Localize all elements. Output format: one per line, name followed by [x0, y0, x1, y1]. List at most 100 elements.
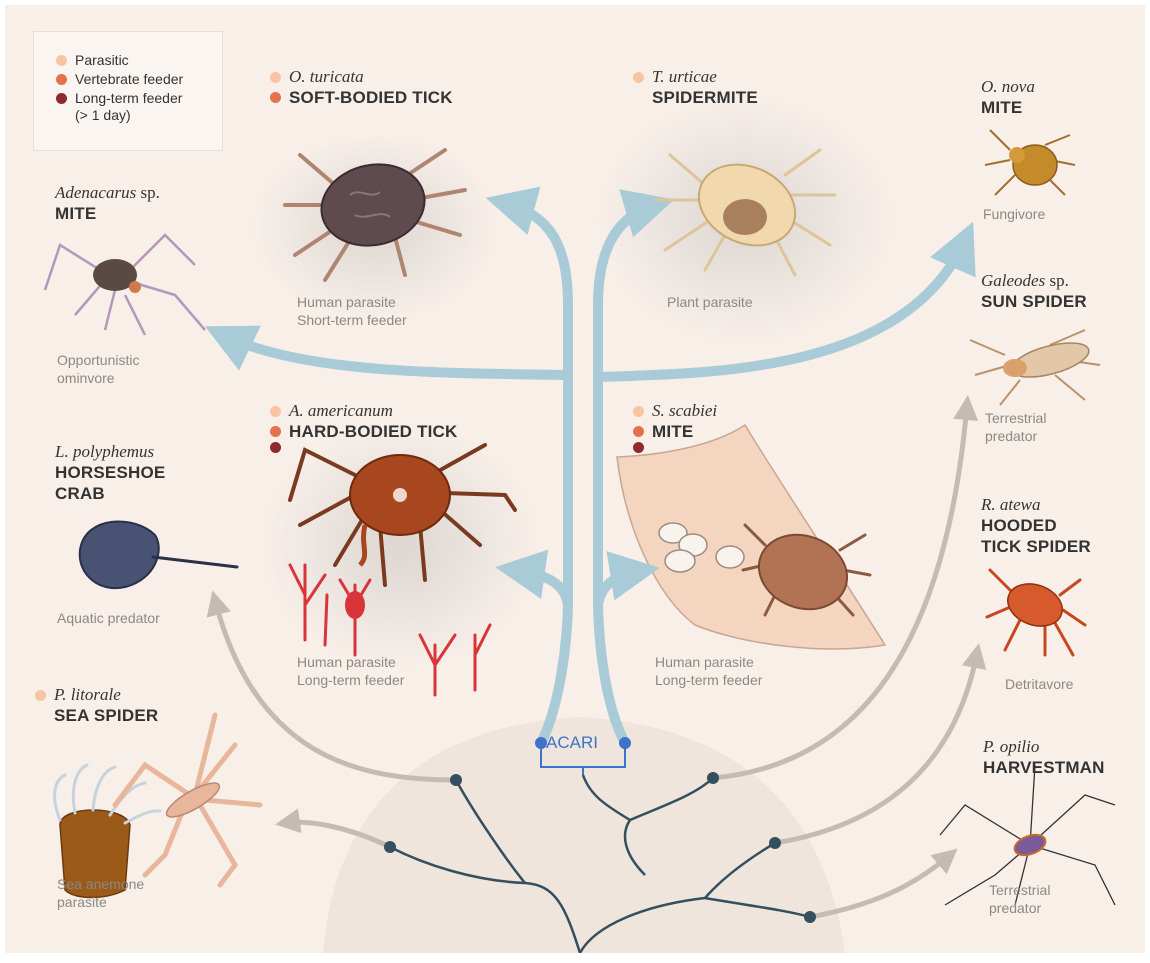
description-line: parasite	[57, 893, 144, 911]
species-name: P. opilio	[983, 737, 1105, 757]
label-hard-tick: A. americanum HARD-BODIED TICK	[270, 401, 457, 453]
label-spidermite: T. urticae SPIDERMITE	[633, 67, 758, 108]
node-tick-spider	[769, 837, 781, 849]
desc-adenacarus: Opportunistic ominvore	[57, 351, 139, 387]
harvestman-body	[1012, 831, 1048, 859]
species-name: Adenacarus sp.	[55, 183, 160, 203]
legend-label: Parasitic	[75, 52, 129, 69]
description-line: Long-term feeder	[655, 671, 762, 689]
legend-dot-long-term-feeder	[56, 93, 67, 104]
description-line: Sea anemone	[57, 875, 144, 893]
acari-trunk-left	[505, 203, 568, 743]
species-genus: Adenacarus	[55, 183, 136, 202]
label-soft-tick: O. turicata SOFT-BODIED TICK	[270, 67, 453, 108]
description-line: ominvore	[57, 369, 139, 387]
acari-branch-scabies	[598, 571, 640, 605]
node-sea-spider	[384, 841, 396, 853]
acari-label: ACARI	[546, 733, 598, 753]
description-line: Human parasite	[655, 653, 762, 671]
label-galeodes: Galeodes sp. SUN SPIDER	[981, 271, 1087, 312]
description-line: Human parasite	[297, 653, 404, 671]
common-name: SPIDERMITE	[652, 87, 758, 108]
common-name: MITE	[981, 97, 1035, 118]
horseshoe-crab-body	[80, 521, 159, 588]
species-name: R. atewa	[981, 495, 1091, 515]
desc-hard-tick: Human parasite Long-term feeder	[297, 653, 404, 689]
trait-dot-parasitic	[270, 406, 281, 417]
description-line: predator	[985, 427, 1046, 445]
desc-sea-spider: Sea anemone parasite	[57, 875, 144, 911]
species-name: O. turicata	[289, 67, 364, 87]
species-name: L. polyphemus	[55, 442, 165, 462]
desc-tick-spider: Detritavore	[1005, 675, 1073, 693]
legend-label-text: Long-term feeder	[75, 90, 182, 106]
desc-soft-tick: Human parasite Short-term feeder	[297, 293, 407, 329]
node-horseshoe	[450, 774, 462, 786]
label-onova: O. nova MITE	[981, 77, 1035, 118]
desc-horseshoe: Aquatic predator	[57, 609, 160, 627]
label-horseshoe: L. polyphemus HORSESHOE CRAB	[55, 442, 165, 504]
trait-dot-vertebrate-feeder	[633, 426, 644, 437]
common-name: HARVESTMAN	[983, 757, 1105, 778]
legend: Parasitic Vertebrate feeder Long-term fe…	[33, 31, 223, 151]
label-adenacarus: Adenacarus sp. MITE	[55, 183, 160, 224]
desc-galeodes: Terrestrial predator	[985, 409, 1046, 445]
legend-note: (> 1 day)	[75, 107, 131, 123]
branch-to-tick-spider	[775, 653, 977, 843]
legend-label: Vertebrate feeder	[75, 71, 183, 88]
trait-dot-parasitic	[633, 72, 644, 83]
trait-dot-parasitic	[270, 72, 281, 83]
legend-item-long-term-feeder: Long-term feeder(> 1 day)	[56, 90, 222, 124]
common-name: SUN SPIDER	[981, 291, 1087, 312]
species-name: A. americanum	[289, 401, 393, 421]
description-line: Short-term feeder	[297, 311, 407, 329]
label-harvestman: P. opilio HARVESTMAN	[983, 737, 1105, 778]
species-name: T. urticae	[652, 67, 717, 87]
description-line: Terrestrial	[985, 409, 1046, 427]
description-line: Plant parasite	[667, 293, 753, 311]
trait-dot-vertebrate-feeder	[270, 426, 281, 437]
common-name: MITE	[652, 421, 693, 442]
description-line: Long-term feeder	[297, 671, 404, 689]
node-harvestman	[804, 911, 816, 923]
description-line: Opportunistic	[57, 351, 139, 369]
species-genus: Galeodes	[981, 271, 1045, 290]
legend-item-parasitic: Parasitic	[56, 52, 222, 69]
legend-dot-vertebrate-feeder	[56, 74, 67, 85]
desc-scabies: Human parasite Long-term feeder	[655, 653, 762, 689]
acari-branch-adenacarus	[223, 335, 568, 375]
label-scabies: S. scabiei MITE	[633, 401, 717, 453]
species-name: P. litorale	[54, 685, 121, 705]
species-suffix: sp.	[136, 183, 160, 202]
description-line: predator	[989, 899, 1050, 917]
trait-dot-vertebrate-feeder	[270, 92, 281, 103]
description-line: Detritavore	[1005, 675, 1073, 693]
common-name: HOODED	[981, 515, 1091, 536]
legend-dot-parasitic	[56, 55, 67, 66]
species-name: O. nova	[981, 77, 1035, 97]
species-name: Galeodes sp.	[981, 271, 1087, 291]
common-name: TICK SPIDER	[981, 536, 1091, 557]
desc-onova: Fungivore	[983, 205, 1045, 223]
label-sea-spider: P. litorale SEA SPIDER	[35, 685, 158, 726]
species-suffix: sp.	[1045, 271, 1069, 290]
trait-dot-parasitic	[35, 690, 46, 701]
trait-dot-parasitic	[633, 406, 644, 417]
description-line: Human parasite	[297, 293, 407, 311]
acari-node-right	[619, 737, 631, 749]
description-line: Fungivore	[983, 205, 1045, 223]
common-name: SEA SPIDER	[54, 705, 158, 726]
label-tick-spider: R. atewa HOODED TICK SPIDER	[981, 495, 1091, 557]
common-name: CRAB	[55, 483, 165, 504]
skin-fold	[617, 425, 885, 649]
node-galeodes	[707, 772, 719, 784]
horseshoe-crab-tail	[153, 557, 237, 567]
trait-dot-long-term-feeder	[633, 442, 644, 453]
diagram-canvas: Parasitic Vertebrate feeder Long-term fe…	[5, 5, 1145, 953]
species-name: S. scabiei	[652, 401, 717, 421]
common-name: MITE	[55, 203, 160, 224]
common-name: SOFT-BODIED TICK	[289, 87, 453, 108]
desc-spidermite: Plant parasite	[667, 293, 753, 311]
common-name: HORSESHOE	[55, 462, 165, 483]
common-name: HARD-BODIED TICK	[289, 421, 457, 442]
